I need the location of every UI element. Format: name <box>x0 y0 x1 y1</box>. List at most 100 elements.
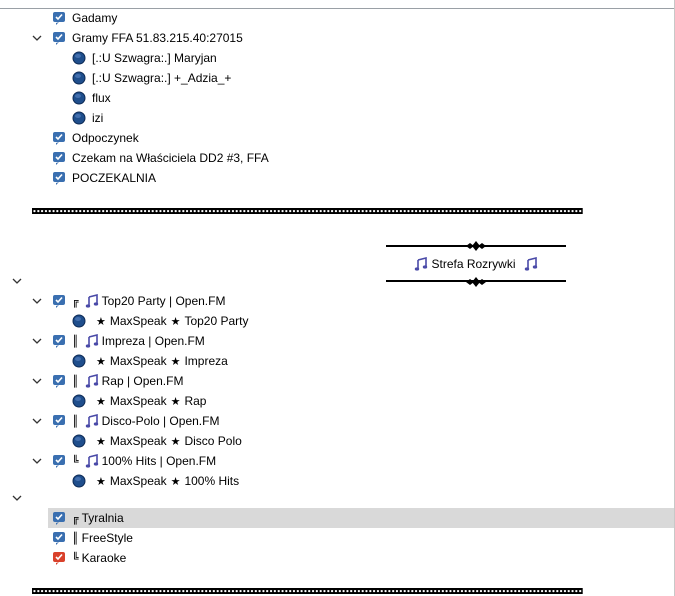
channel-icon <box>52 294 66 308</box>
star-icon: ★ <box>170 474 181 488</box>
client-suffix: Disco Polo <box>184 434 242 448</box>
banner-ornament-bottom <box>466 277 486 287</box>
client-item[interactable]: ★ MaxSpeak ★ Disco Polo <box>72 431 242 451</box>
channel-icon <box>52 11 66 25</box>
channel-tyralnia[interactable]: ╔ Tyralnia <box>48 508 674 528</box>
star-icon: ★ <box>170 434 181 448</box>
channel-icon <box>52 151 66 165</box>
client-name: MaxSpeak <box>109 434 167 448</box>
channel-label: Karaoke <box>81 551 127 565</box>
client-name: [.:U Szwagra:.] +_Adzia_+ <box>92 71 232 85</box>
chevron-down-icon[interactable] <box>10 488 24 508</box>
music-note-icon <box>524 257 538 271</box>
tree-prefix: ╔ <box>72 511 79 525</box>
client-item[interactable]: ★ MaxSpeak ★ 100% Hits <box>72 471 239 491</box>
channel-gramy-ffa[interactable]: Gramy FFA 51.83.215.40:27015 <box>52 28 243 48</box>
client-item[interactable]: ★ MaxSpeak ★ Rap <box>72 391 206 411</box>
channel-label: Tyralnia <box>81 511 124 525</box>
client-status-icon <box>72 434 86 448</box>
client-item[interactable]: [.:U Szwagra:.] Maryjan <box>72 48 217 68</box>
chevron-down-icon[interactable] <box>30 411 44 431</box>
tree-prefix: ║ <box>72 374 79 388</box>
channel-odpoczynek[interactable]: Odpoczynek <box>52 128 139 148</box>
star-icon: ★ <box>96 434 106 448</box>
channel-label: Impreza | Open.FM <box>101 334 205 348</box>
client-name: [.:U Szwagra:.] Maryjan <box>92 51 217 65</box>
music-note-icon <box>85 294 99 308</box>
client-name: MaxSpeak <box>109 394 167 408</box>
channel-radio-top20[interactable]: ╔ Top20 Party | Open.FM <box>52 291 225 311</box>
channel-icon <box>52 531 66 545</box>
client-status-icon <box>72 354 86 368</box>
channel-label: Gadamy <box>72 11 118 25</box>
chevron-down-icon[interactable] <box>30 371 44 391</box>
channel-label: Czekam na Właściciela DD2 #3, FFA <box>72 151 269 165</box>
client-status-icon <box>72 71 86 85</box>
channel-icon <box>52 171 66 185</box>
music-note-icon <box>85 334 99 348</box>
channel-radio-impreza[interactable]: ║ Impreza | Open.FM <box>52 331 205 351</box>
spacer-pattern-line: ◘◘◘◘◘◘◘◘◘◘◘◘◘◘◘◘◘◘◘◘◘◘◘◘◘◘◘◘◘◘◘◘◘◘◘◘◘◘◘◘… <box>32 207 583 216</box>
star-icon: ★ <box>96 354 106 368</box>
star-icon: ★ <box>170 314 181 328</box>
channel-label: FreeStyle <box>81 531 133 545</box>
channel-czekam[interactable]: Czekam na Właściciela DD2 #3, FFA <box>52 148 269 168</box>
channel-radio-discopolo[interactable]: ║ Disco-Polo | Open.FM <box>52 411 219 431</box>
channel-icon <box>52 374 66 388</box>
channel-label: Gramy FFA 51.83.215.40:27015 <box>72 31 243 45</box>
tree-prefix: ╚ <box>72 454 79 468</box>
channel-icon <box>52 511 66 525</box>
chevron-down-icon[interactable] <box>30 28 44 48</box>
chevron-down-icon[interactable] <box>10 271 24 291</box>
channel-icon <box>52 131 66 145</box>
channel-radio-100hits[interactable]: ╚ 100% Hits | Open.FM <box>52 451 216 471</box>
tree-prefix: ╔ <box>72 294 79 308</box>
client-item[interactable]: [.:U Szwagra:.] +_Adzia_+ <box>72 68 231 88</box>
client-item[interactable]: ★ MaxSpeak ★ Impreza <box>72 351 228 371</box>
banner-ornament-top <box>466 241 486 251</box>
chevron-down-icon[interactable] <box>30 291 44 311</box>
music-note-icon <box>85 454 99 468</box>
tree-prefix: ║ <box>72 334 79 348</box>
channel-label: Top20 Party | Open.FM <box>101 294 226 308</box>
spacer-pattern-line: ◘◘◘◘◘◘◘◘◘◘◘◘◘◘◘◘◘◘◘◘◘◘◘◘◘◘◘◘◘◘◘◘◘◘◘◘◘◘◘◘… <box>32 587 583 596</box>
channel-freestyle[interactable]: ║ FreeStyle <box>52 528 133 548</box>
spacer-banner: Strefa Rozrywki <box>386 240 566 287</box>
client-status-icon <box>72 51 86 65</box>
tree-prefix: ║ <box>72 414 79 428</box>
client-suffix: Rap <box>184 394 207 408</box>
tree-prefix: ╚ <box>72 551 79 565</box>
channel-gadamy[interactable]: Gadamy <box>52 8 117 28</box>
music-note-icon <box>85 374 99 388</box>
client-suffix: 100% Hits <box>184 474 240 488</box>
channel-karaoke[interactable]: ╚ Karaoke <box>52 548 126 568</box>
channel-label: Disco-Polo | Open.FM <box>101 414 220 428</box>
client-name: MaxSpeak <box>109 474 167 488</box>
chevron-down-icon[interactable] <box>30 451 44 471</box>
client-status-icon <box>72 314 86 328</box>
channel-label: POCZEKALNIA <box>72 171 157 185</box>
music-note-icon <box>85 414 99 428</box>
channel-label: 100% Hits | Open.FM <box>101 454 217 468</box>
window-top-border <box>0 0 675 9</box>
client-item[interactable]: flux <box>72 88 111 108</box>
client-name: izi <box>92 111 104 125</box>
channel-icon <box>52 414 66 428</box>
client-name: MaxSpeak <box>109 314 167 328</box>
client-item[interactable]: ★ MaxSpeak ★ Top20 Party <box>72 311 249 331</box>
channel-poczekalnia[interactable]: POCZEKALNIA <box>52 168 156 188</box>
channel-icon-red <box>52 551 66 565</box>
star-icon: ★ <box>96 474 106 488</box>
star-icon: ★ <box>96 394 106 408</box>
channel-radio-rap[interactable]: ║ Rap | Open.FM <box>52 371 183 391</box>
channel-icon <box>52 31 66 45</box>
star-icon: ★ <box>170 394 181 408</box>
client-suffix: Top20 Party <box>184 314 249 328</box>
client-name: MaxSpeak <box>109 354 167 368</box>
client-item[interactable]: izi <box>72 108 103 128</box>
client-status-icon <box>72 474 86 488</box>
star-icon: ★ <box>170 354 181 368</box>
client-name: flux <box>92 91 111 105</box>
channel-label: Odpoczynek <box>72 131 139 145</box>
chevron-down-icon[interactable] <box>30 331 44 351</box>
